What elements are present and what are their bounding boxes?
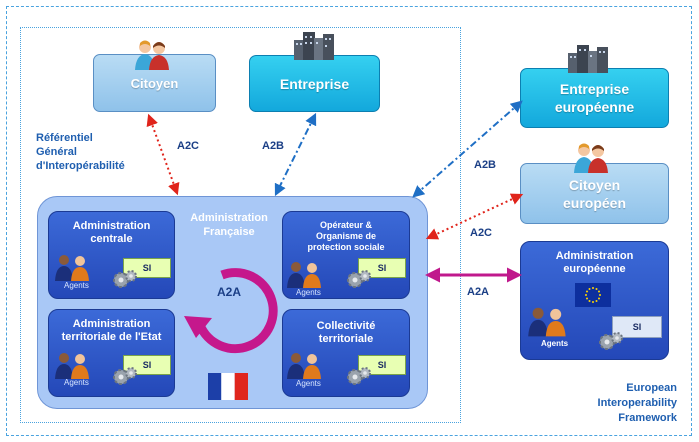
agents-icon	[528, 307, 566, 337]
a2b-label-left: A2B	[262, 140, 285, 152]
a2b-arrow-entreprise-eu	[412, 100, 523, 198]
citoyen-label: Citoyen	[130, 75, 179, 91]
citoyen-eu-label-2: européen	[562, 194, 626, 211]
agents-label: Agents	[64, 281, 89, 290]
agents-label: Agents	[296, 379, 321, 388]
gears-icon	[113, 367, 137, 385]
citoyen-eu-label-1: Citoyen	[568, 176, 621, 193]
buildings-icon	[568, 45, 608, 73]
agents-label: Agents	[541, 339, 569, 348]
people-icon	[135, 40, 169, 70]
rgi-label: Référentiel Général d'Interopérabilité	[36, 132, 125, 172]
a2a-cycle-label: A2A	[217, 285, 242, 299]
agents-icon	[55, 255, 89, 281]
si-box: SI	[358, 355, 406, 375]
citoyen-eu-box: Citoyen européen	[520, 163, 669, 224]
a2c-label-right: A2C	[470, 227, 493, 239]
a2b-label-right: A2B	[474, 159, 497, 171]
admin-francaise-label: Administration Française	[190, 212, 268, 238]
agents-label: Agents	[296, 288, 321, 297]
french-flag-icon	[208, 373, 248, 400]
a2b-arrow-entreprise	[274, 112, 317, 197]
eif-label: European Interoperability Framework	[597, 382, 677, 424]
buildings-icon	[294, 32, 334, 60]
si-box: SI	[358, 258, 406, 278]
entreprise-label: Entreprise	[279, 75, 350, 92]
a2c-arrow-citoyen-eu	[425, 193, 524, 240]
gears-icon	[599, 332, 623, 350]
agents-icon	[287, 262, 321, 288]
a2a-label-right: A2A	[467, 286, 490, 298]
a2a-cycle-arrow	[184, 268, 278, 354]
entreprise-eu-box: Entreprise européenne	[520, 68, 669, 128]
entreprise-eu-label-2: européenne	[554, 99, 635, 115]
eu-flag-icon	[575, 283, 611, 307]
gears-icon	[113, 270, 137, 288]
a2c-label-left: A2C	[177, 140, 200, 152]
agents-icon	[55, 353, 89, 379]
gears-icon	[347, 270, 371, 288]
entreprise-eu-label-1: Entreprise	[559, 81, 630, 97]
a2c-arrow-citoyen	[146, 113, 180, 196]
si-box: SI	[612, 316, 662, 338]
eif-frame	[6, 6, 692, 436]
agents-icon	[287, 353, 321, 379]
agents-label: Agents	[64, 378, 89, 387]
people-icon	[574, 143, 608, 173]
gears-icon	[347, 367, 371, 385]
